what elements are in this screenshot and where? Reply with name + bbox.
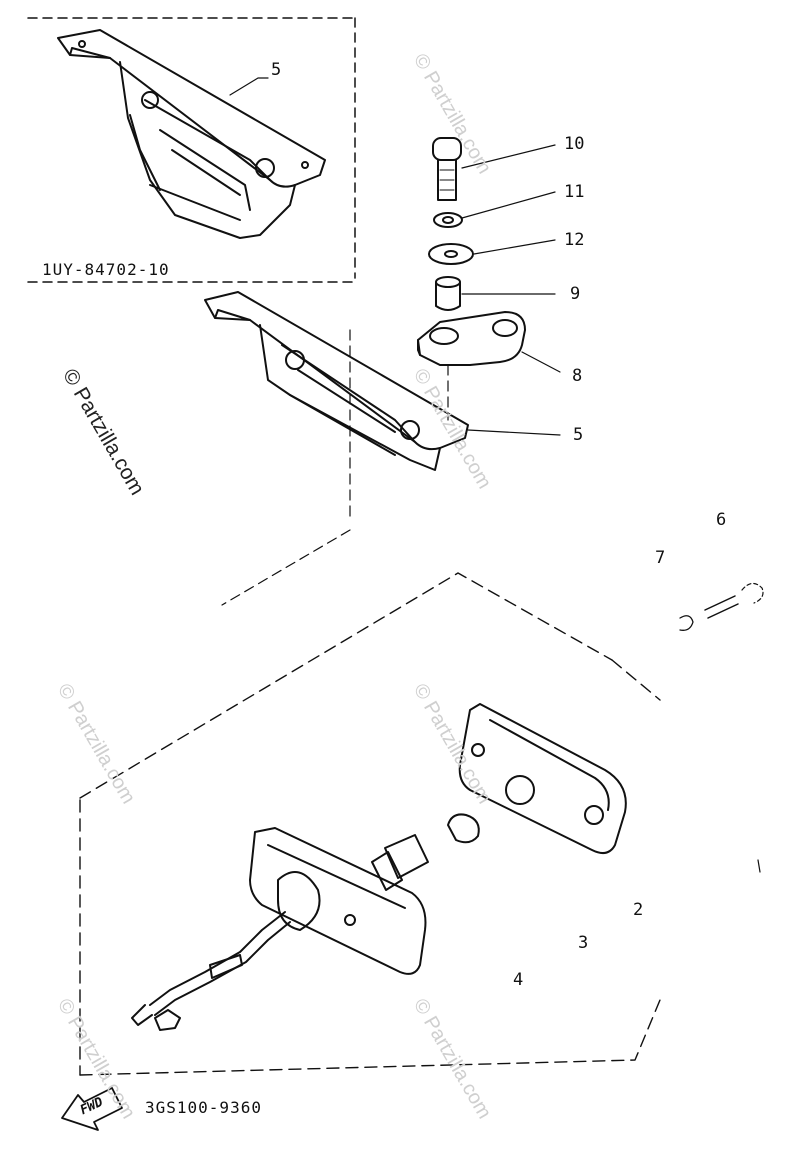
callout-7: 7 xyxy=(655,548,666,568)
inset-bracket xyxy=(57,29,326,239)
lens-housing xyxy=(458,703,627,855)
callout-2: 2 xyxy=(633,900,644,920)
inset-frame xyxy=(27,17,356,283)
callout-9: 9 xyxy=(570,284,581,304)
assembly-outline xyxy=(79,572,661,1076)
main-bracket xyxy=(204,291,469,471)
stay xyxy=(417,311,526,366)
plain-washer xyxy=(428,243,474,265)
inset-part-code: 1UY-84702-10 xyxy=(42,260,170,279)
fwd-arrow-icon xyxy=(61,1087,123,1131)
callout-12: 12 xyxy=(564,230,585,250)
bottom-part-code: 3GS100-9360 xyxy=(145,1098,262,1117)
lock-washer xyxy=(433,212,463,228)
bulb-socket xyxy=(371,813,480,891)
callout-5-main: 5 xyxy=(573,425,584,445)
leader-inset-5 xyxy=(229,77,269,96)
screw-parts xyxy=(679,582,764,631)
tick-mark xyxy=(757,859,761,873)
leader-lines xyxy=(461,144,561,436)
wire-harness xyxy=(131,911,291,1031)
callout-5-inset: 5 xyxy=(271,60,282,80)
callout-6: 6 xyxy=(716,510,727,530)
light-base xyxy=(249,827,427,975)
callout-8: 8 xyxy=(572,366,583,386)
callout-11: 11 xyxy=(564,182,585,202)
center-lines xyxy=(221,329,449,606)
bolt xyxy=(432,137,462,201)
callout-4: 4 xyxy=(513,970,524,990)
callout-3: 3 xyxy=(578,933,589,953)
callout-10: 10 xyxy=(564,134,585,154)
collar xyxy=(435,276,461,311)
